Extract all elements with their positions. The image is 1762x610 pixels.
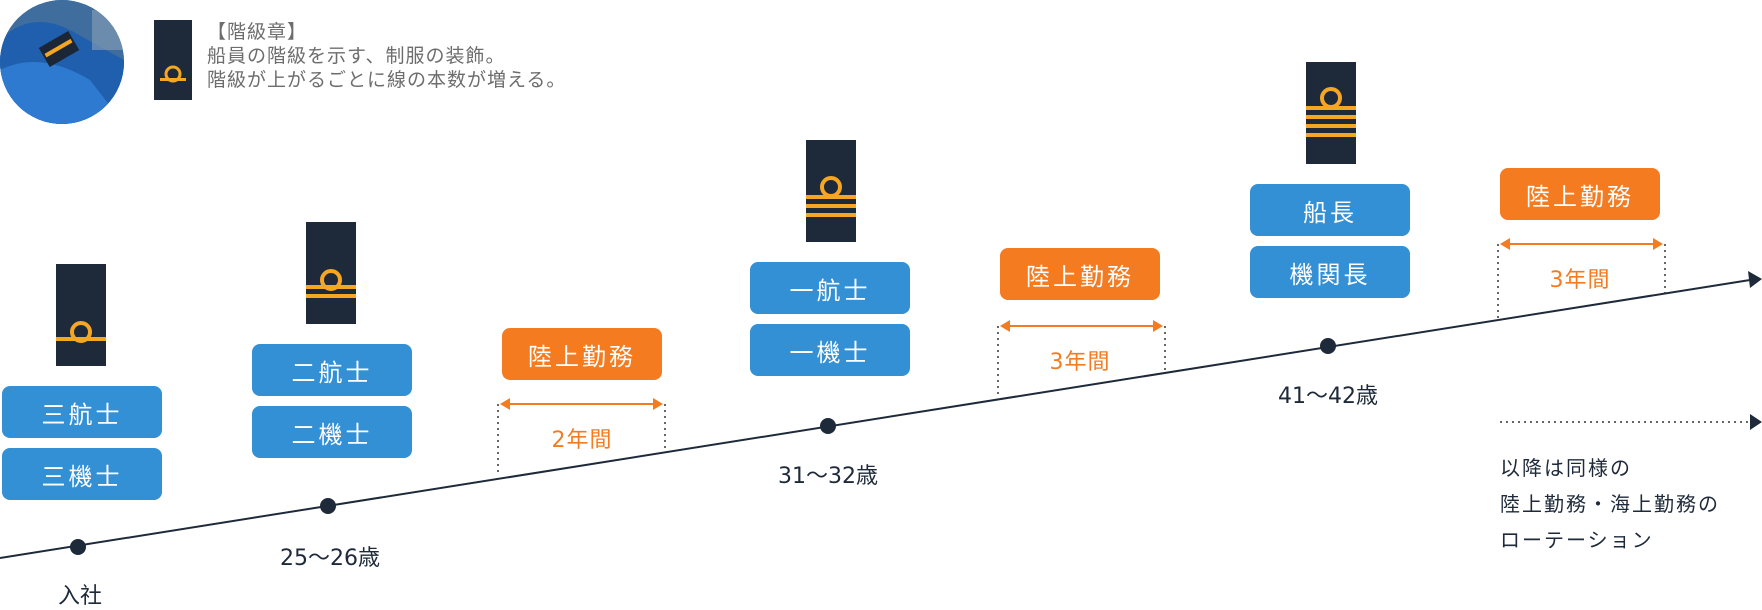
timeline-line: [0, 279, 1751, 559]
land-duty-duration-1: 2年間: [551, 428, 613, 453]
rotation-arrowhead: [1750, 414, 1762, 430]
epaulette-1-stripe-icon: [56, 264, 106, 366]
legend-text: 【階級章】 船員の階級を示す、制服の装飾。 階級が上がるごとに線の本数が増える。: [207, 20, 566, 92]
land-duty-box-2: 陸上勤務: [1000, 248, 1160, 300]
duration-bracket-1: [497, 398, 666, 476]
legend-epaulette-icon: [154, 20, 192, 100]
rotation-note-line-1: 以降は同様の: [1500, 456, 1632, 480]
rotation-note-line-3: ローテーション: [1500, 528, 1654, 552]
legend-line-1: 船員の階級を示す、制服の装飾。: [207, 45, 506, 67]
age-label-31-32: 31～32歳: [778, 464, 878, 489]
uniform-photo: [0, 0, 124, 124]
age-label-25-26: 25～26歳: [280, 546, 380, 571]
age-label-41-42: 41～42歳: [1278, 384, 1378, 409]
legend-line-2: 階級が上がるごとに線の本数が増える。: [207, 69, 567, 91]
legend-title: 【階級章】: [207, 21, 308, 43]
rank-box-first-officer: 一航士: [750, 262, 910, 314]
rank-box-second-officer: 二航士: [252, 344, 412, 396]
rank-box-chief-engineer: 機関長: [1250, 246, 1410, 298]
age-label-entry: 入社: [57, 584, 102, 609]
land-duty-duration-2: 3年間: [1049, 350, 1111, 375]
timeline-arrowhead: [1748, 271, 1762, 288]
rank-box-second-engineer: 二機士: [252, 406, 412, 458]
duration-bracket-2: [997, 320, 1166, 396]
epaulette-3-stripe-icon: [806, 140, 856, 242]
rank-box-captain: 船長: [1250, 184, 1410, 236]
milestone-dot: [820, 418, 836, 434]
rank-box-first-engineer: 一機士: [750, 324, 910, 376]
rank-box-third-officer: 三航士: [2, 386, 162, 438]
epaulette-4-stripe-icon: [1306, 62, 1356, 164]
rank-box-third-engineer: 三機士: [2, 448, 162, 500]
epaulette-2-stripe-icon: [306, 222, 356, 324]
duration-bracket-3: [1497, 238, 1666, 318]
rotation-note: 以降は同様の 陸上勤務・海上勤務の ローテーション: [1500, 450, 1720, 558]
land-duty-box-3: 陸上勤務: [1500, 168, 1660, 220]
rotation-note-line-2: 陸上勤務・海上勤務の: [1500, 492, 1720, 516]
land-duty-duration-3: 3年間: [1549, 268, 1611, 293]
milestone-dot: [70, 539, 86, 555]
milestone-dot: [1320, 338, 1336, 354]
milestone-dot: [320, 498, 336, 514]
land-duty-box-1: 陸上勤務: [502, 328, 662, 380]
